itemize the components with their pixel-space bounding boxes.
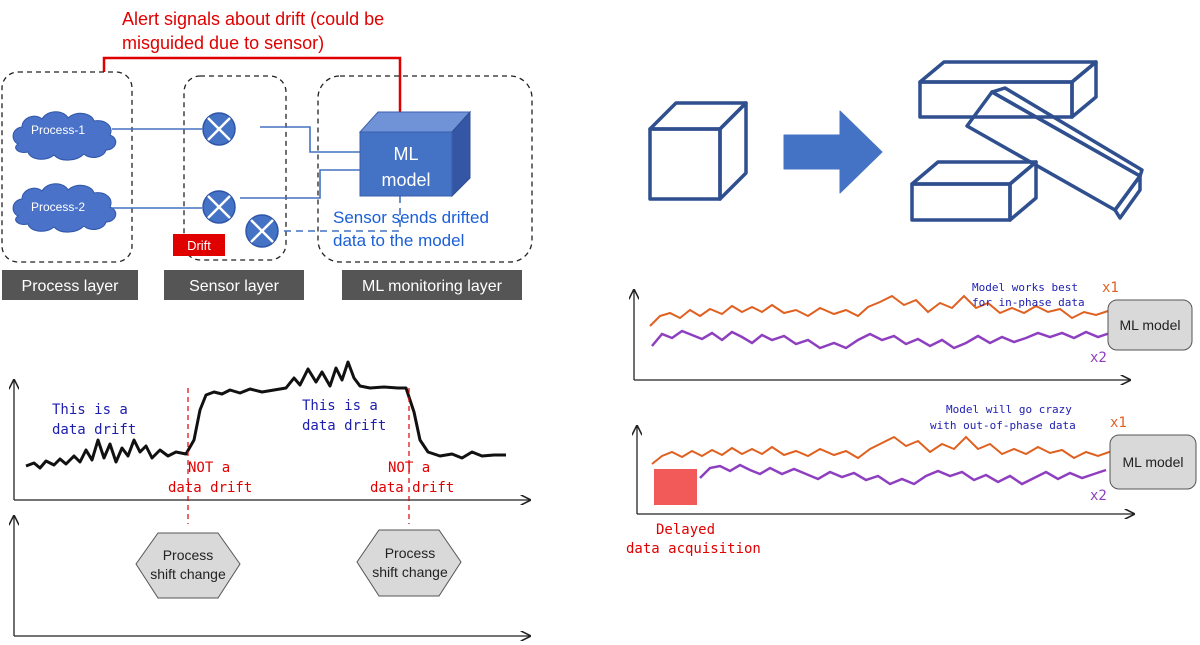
in-phase-x2-label: x2 (1090, 350, 1107, 366)
in-phase-x1-label: x1 (1102, 280, 1119, 296)
sensor-layer-label-bg (164, 270, 304, 300)
in-phase-chart: Model works best for in-phase data x1 x2… (634, 280, 1193, 380)
bar-top-icon (918, 60, 1098, 119)
bar-diagonal-icon (965, 86, 1144, 220)
out-of-phase-ml-model-box (1109, 434, 1197, 490)
not-drift-note-1-line2: data drift (168, 480, 252, 496)
delayed-acquisition-block (654, 469, 697, 505)
out-of-phase-chart: Model will go crazy with out-of-phase da… (626, 403, 1197, 557)
sensor-note-line1: Sensor sends drifted (333, 208, 489, 227)
shift-change-2-line1: Process (385, 545, 436, 561)
drift-tag (173, 234, 225, 256)
drift-note-1-line2: data drift (52, 422, 136, 438)
in-phase-x1-series (649, 294, 1109, 327)
sensor-1-icon (202, 112, 236, 146)
out-of-phase-x1-label: x1 (1110, 415, 1127, 431)
process-2-cloud (12, 183, 117, 233)
ml-model-label-line2: model (381, 170, 430, 190)
alert-text-line2: misguided due to sensor) (122, 33, 324, 53)
sensor-layer-box (183, 75, 287, 261)
process-1-cloud (12, 111, 117, 161)
shift-change-1-line2: shift change (150, 566, 226, 582)
sensor-note-line2: data to the model (333, 231, 464, 250)
not-drift-note-2-line2: data drift (370, 480, 454, 496)
ml-monitoring-layer-label: ML monitoring layer (362, 278, 503, 295)
in-phase-ml-model-label: ML model (1120, 317, 1181, 333)
not-drift-note-2-line1: NOT a (388, 460, 430, 476)
process-2-label: Process-2 (31, 200, 85, 214)
out-of-phase-x2-series (699, 463, 1107, 486)
process-layer-label-bg (2, 270, 138, 300)
out-of-phase-note-line1: Model will go crazy (946, 403, 1072, 416)
ml-model-label-line1: ML (393, 144, 418, 164)
shift-change-1-line1: Process (163, 547, 214, 563)
in-phase-note-line2: for in-phase data (972, 296, 1085, 309)
transform-arrow-icon (783, 110, 883, 194)
bar-bottom-icon (910, 160, 1038, 222)
sensor-layer-label: Sensor layer (189, 278, 279, 295)
out-of-phase-x2-label: x2 (1090, 488, 1107, 504)
out-of-phase-ml-model-label: ML model (1123, 454, 1184, 470)
out-of-phase-note-line2: with out-of-phase data (930, 419, 1076, 432)
drift-signal-chart: This is a data drift This is a data drif… (14, 360, 530, 636)
cube-transformation (648, 60, 1144, 222)
in-phase-note-line1: Model works best (972, 281, 1078, 294)
connector-s3-model-dashed (284, 196, 401, 232)
process-1-label: Process-1 (31, 123, 85, 137)
drift-note-2-line1: This is a (302, 398, 378, 414)
drift-note-1-line1: This is a (52, 402, 128, 418)
ml-monitoring-layer-label-bg (342, 270, 522, 300)
in-phase-ml-model-box (1107, 299, 1193, 351)
shift-change-hexagon-1 (135, 532, 241, 599)
alert-text-line1: Alert signals about drift (could be (122, 9, 384, 29)
alert-connector (102, 56, 402, 120)
shift-change-hexagon-2 (356, 529, 462, 597)
ml-model-cube (358, 110, 472, 198)
process-layer-label: Process layer (22, 278, 120, 295)
sensor-2-icon (202, 190, 236, 224)
ml-monitoring-layer-box (317, 75, 533, 263)
single-cube-icon (648, 101, 748, 201)
sensor-3-icon (245, 214, 279, 248)
connector-s2-model (240, 169, 360, 199)
drift-signal-line (25, 360, 506, 470)
delayed-label-line1: Delayed (656, 522, 715, 538)
delayed-label-line2: data acquisition (626, 541, 761, 557)
in-phase-x2-series (651, 329, 1111, 350)
process-layer-box (1, 71, 133, 263)
architecture-diagram: Alert signals about drift (could be misg… (1, 9, 533, 300)
connector-s1-model (260, 126, 360, 153)
out-of-phase-x1-series (651, 435, 1113, 465)
not-drift-note-1-line1: NOT a (188, 460, 230, 476)
shift-change-2-line2: shift change (372, 564, 448, 580)
drift-tag-label: Drift (187, 238, 211, 253)
drift-note-2-line2: data drift (302, 418, 386, 434)
